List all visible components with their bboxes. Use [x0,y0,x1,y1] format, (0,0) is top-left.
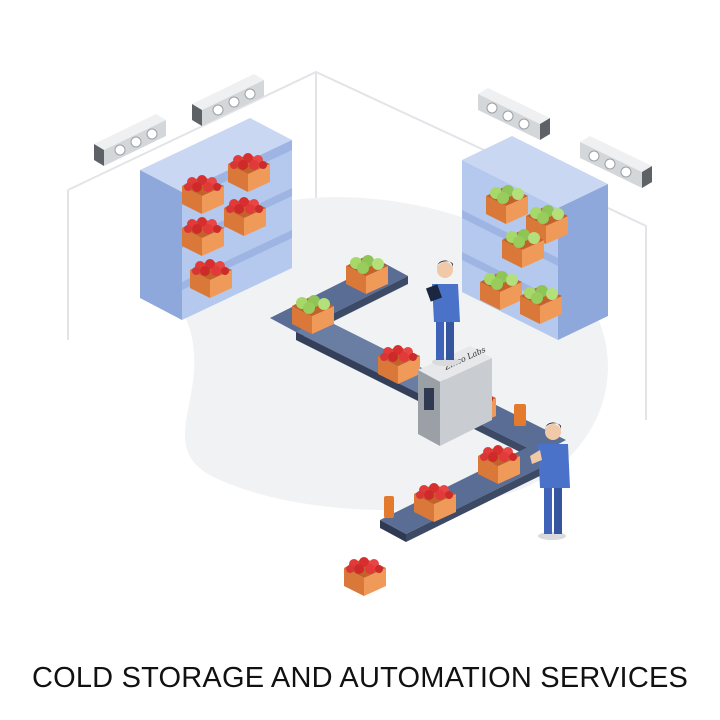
page-caption: COLD STORAGE AND AUTOMATION SERVICES [31,662,689,694]
cooler-unit-icon [191,73,265,127]
sorting-machine: Zinco Labs [418,345,492,446]
produce-crate-icon [344,557,386,596]
cooler-unit-icon [477,87,551,141]
worker-standing [530,422,570,540]
left-storage-rack [140,118,292,320]
right-storage-rack [462,136,608,340]
cooler-unit-icon [93,113,167,167]
cold-storage-illustration: Zinco Labs [67,70,653,596]
worker-with-clipboard [425,260,460,366]
